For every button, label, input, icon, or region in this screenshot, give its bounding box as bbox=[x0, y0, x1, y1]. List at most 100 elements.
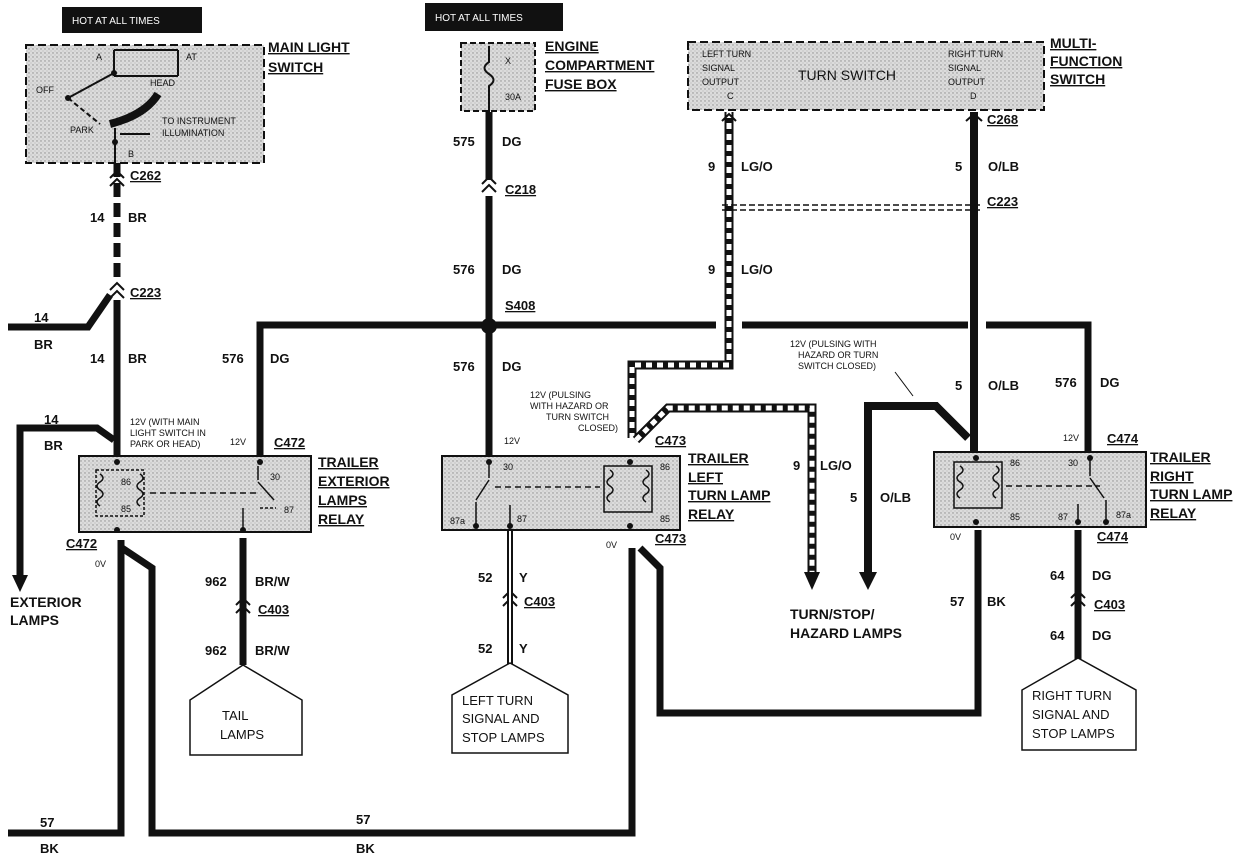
fuse-x: X bbox=[505, 56, 511, 66]
wire-57-right-color: BK bbox=[987, 594, 1006, 609]
turn-switch-label: TURN SWITCH bbox=[798, 67, 896, 83]
lg-o-wire bbox=[627, 112, 980, 575]
right-pin-87: 87 bbox=[1058, 512, 1068, 522]
conn-c474-bottom: C474 bbox=[1097, 529, 1129, 544]
wire-576-c-num: 576 bbox=[453, 359, 475, 374]
note-right-12v-3: SWITCH CLOSED) bbox=[798, 361, 876, 371]
ext-pin-87: 87 bbox=[284, 505, 294, 515]
wire-9-b-color: LG/O bbox=[741, 262, 773, 277]
wire-9-b-num: 9 bbox=[708, 262, 715, 277]
trailer-exterior-lamps-relay bbox=[78, 455, 312, 533]
conn-c403-mid: C403 bbox=[524, 594, 555, 609]
note-right-12v-2: HAZARD OR TURN bbox=[798, 350, 878, 360]
conn-c473-top: C473 bbox=[655, 433, 686, 448]
left-pin-86: 86 bbox=[660, 462, 670, 472]
fuse-box-title-1: ENGINE bbox=[545, 38, 599, 54]
left-title-1: TRAILER bbox=[688, 450, 749, 466]
note-right-12v-1: 12V (PULSING WITH bbox=[790, 339, 877, 349]
note-left-12v-4: CLOSED) bbox=[578, 423, 618, 433]
wire-64-a-num: 64 bbox=[1050, 568, 1065, 583]
wire-52-a-color: Y bbox=[519, 570, 528, 585]
v0-right: 0V bbox=[950, 532, 961, 542]
wire-5-b-num: 5 bbox=[955, 378, 962, 393]
v0-ext: 0V bbox=[95, 559, 106, 569]
mfs-left-2: SIGNAL bbox=[702, 63, 735, 73]
wire-52-a-num: 52 bbox=[478, 570, 492, 585]
wire-64-b-color: DG bbox=[1092, 628, 1112, 643]
left-turn-lamps-2: SIGNAL AND bbox=[462, 711, 540, 726]
wire-9-c-color: LG/O bbox=[820, 458, 852, 473]
wire-962-b-color: BR/W bbox=[255, 643, 290, 658]
wire-576-e-num: 576 bbox=[1055, 375, 1077, 390]
hot-label-box-left bbox=[62, 7, 202, 33]
wire-14-a-color: BR bbox=[128, 210, 147, 225]
conn-c474-top: C474 bbox=[1107, 431, 1139, 446]
exterior-lamps-arrow bbox=[12, 575, 28, 592]
tail-lamps-1: TAIL bbox=[222, 708, 249, 723]
left-title-4: RELAY bbox=[688, 506, 735, 522]
wire-64-a-color: DG bbox=[1092, 568, 1112, 583]
left-turn-lamps-box bbox=[451, 662, 569, 754]
wire-14-b-num: 14 bbox=[90, 351, 105, 366]
left-pin-30: 30 bbox=[503, 462, 513, 472]
fuse-box-title-2: COMPARTMENT bbox=[545, 57, 655, 73]
note-left-12v-3: TURN SWITCH bbox=[546, 412, 609, 422]
multifunction-switch-box bbox=[687, 41, 1045, 111]
mfs-left-1: LEFT TURN bbox=[702, 49, 751, 59]
right-turn-lamps-2: SIGNAL AND bbox=[1032, 707, 1110, 722]
note-left-12v-1: 12V (PULSING bbox=[530, 390, 591, 400]
hot-label-box-mid bbox=[425, 3, 563, 31]
note-pointer bbox=[894, 371, 914, 397]
wire-57-bl-color: BK bbox=[40, 841, 59, 856]
turn-stop-2: HAZARD LAMPS bbox=[790, 625, 902, 641]
mfs-left-3: OUTPUT bbox=[702, 77, 740, 87]
conn-c473-bottom: C473 bbox=[655, 531, 686, 546]
msw-head: HEAD bbox=[150, 78, 176, 88]
wire-14-b-color: BR bbox=[128, 351, 147, 366]
wire-576-e-color: DG bbox=[1100, 375, 1120, 390]
wire-64-b-num: 64 bbox=[1050, 628, 1065, 643]
ext-pin-30: 30 bbox=[270, 472, 280, 482]
s408-splice bbox=[481, 318, 497, 334]
wire-5-b-color: O/LB bbox=[988, 378, 1019, 393]
left-pin-85: 85 bbox=[660, 514, 670, 524]
wire-962-a-color: BR/W bbox=[255, 574, 290, 589]
right-title-1: TRAILER bbox=[1150, 449, 1211, 465]
mfs-title-2: FUNCTION bbox=[1050, 53, 1122, 69]
hot-label-left: HOT AT ALL TIMES bbox=[72, 16, 160, 27]
msw-inst2: ILLUMINATION bbox=[162, 128, 224, 138]
fuse-box bbox=[460, 42, 536, 112]
wire-576-c-color: DG bbox=[502, 359, 522, 374]
right-title-2: RIGHT bbox=[1150, 468, 1194, 484]
right-pin-30: 30 bbox=[1068, 458, 1078, 468]
right-turn-lamps-1: RIGHT TURN bbox=[1032, 688, 1112, 703]
note-main-12v-3: PARK OR HEAD) bbox=[130, 439, 200, 449]
right-pin-87a: 87a bbox=[1116, 510, 1131, 520]
conn-c262: C262 bbox=[130, 168, 161, 183]
wire-9-a-num: 9 bbox=[708, 159, 715, 174]
msw-a: A bbox=[96, 52, 102, 62]
ext-title-2: EXTERIOR bbox=[318, 473, 390, 489]
conn-c223-right: C223 bbox=[987, 194, 1018, 209]
v12-left: 12V bbox=[504, 436, 520, 446]
wire-576-b-num: 576 bbox=[453, 262, 475, 277]
wire-9-a-color: LG/O bbox=[741, 159, 773, 174]
wire-5-a-num: 5 bbox=[955, 159, 962, 174]
wire-52-b-color: Y bbox=[519, 641, 528, 656]
mfs-left-4: C bbox=[727, 91, 734, 101]
conn-c268: C268 bbox=[987, 112, 1018, 127]
ext-pin-86: 86 bbox=[121, 477, 131, 487]
wire-57-mid-color: BK bbox=[356, 841, 375, 856]
turn-stop-1: TURN/STOP/ bbox=[790, 606, 875, 622]
conn-s408: S408 bbox=[505, 298, 535, 313]
left-title-2: LEFT bbox=[688, 469, 723, 485]
note-main-12v-1: 12V (WITH MAIN bbox=[130, 417, 200, 427]
mfs-right-1: RIGHT TURN bbox=[948, 49, 1003, 59]
msw-park: PARK bbox=[70, 125, 94, 135]
wire-575-num: 575 bbox=[453, 134, 475, 149]
trailer-left-turn-lamp-relay bbox=[441, 455, 681, 531]
left-pin-87: 87 bbox=[517, 514, 527, 524]
wire-5-c-num: 5 bbox=[850, 490, 857, 505]
wire-962-b-num: 962 bbox=[205, 643, 227, 658]
